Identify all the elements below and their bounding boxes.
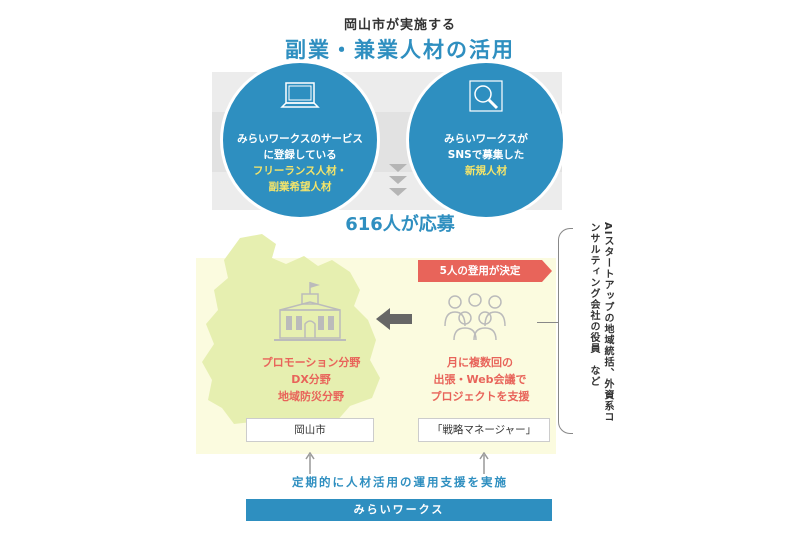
circle-left-line4: 副業希望人材 [268, 181, 332, 193]
circle-left-line2: に登録している [263, 149, 337, 161]
city-name-box: 岡山市 [246, 418, 374, 442]
manager-description: 月に複数回の 出張・Web会議で プロジェクトを支援 [410, 354, 550, 405]
manager-desc-line: プロジェクトを支援 [430, 390, 530, 403]
circle-left-text: みらいワークスのサービス に登録している フリーランス人材・ 副業希望人材 [223, 131, 377, 195]
city-hall-icon [274, 282, 346, 341]
circle-registered-talent: みらいワークスのサービス に登録している フリーランス人材・ 副業希望人材 [220, 60, 380, 220]
people-group-icon [444, 293, 506, 341]
applicant-count: 616人が応募 [345, 214, 455, 235]
city-field-item: DX分野 [291, 373, 331, 386]
arrow-up-icon [479, 452, 489, 474]
role-name-box: 「戦略マネージャー」 [418, 418, 550, 442]
okayama-map-shape [202, 234, 380, 440]
manager-desc-line: 月に複数回の [447, 356, 513, 369]
circle-right-line2: SNSで募集した [447, 149, 525, 161]
circle-right-line3: 新規人材 [465, 165, 507, 177]
city-fields-list: プロモーション分野 DX分野 地域防災分野 [246, 354, 376, 405]
city-field-item: プロモーション分野 [261, 356, 361, 369]
page-title: 副業・兼業人材の活用 [285, 38, 515, 62]
down-chevrons-icon [389, 164, 407, 196]
manager-desc-line: 出張・Web会議で [433, 373, 527, 386]
arrow-left-icon [376, 308, 412, 330]
circle-left-line1: みらいワークスのサービス [237, 133, 363, 145]
background-note: AIスタートアップの地域統括、外資系コンサルティング会社の役員 など [588, 222, 613, 423]
subtitle: 岡山市が実施する [343, 18, 456, 33]
arrow-up-icon [305, 452, 315, 474]
selected-badge: 5人の登用が決定 [418, 260, 552, 282]
laptop-icon [280, 82, 320, 108]
city-field-item: 地域防災分野 [278, 390, 344, 403]
bracket [558, 228, 573, 434]
bracket-connector [537, 322, 559, 323]
support-statement: 定期的に人材活用の運用支援を実施 [292, 475, 508, 489]
magnifier-icon [469, 80, 503, 112]
circle-right-text: みらいワークスが SNSで募集した 新規人材 [409, 131, 563, 179]
company-bar: みらいワークス [246, 499, 552, 521]
circle-left-line3: フリーランス人材・ [252, 165, 348, 177]
circle-right-line1: みらいワークスが [444, 133, 528, 145]
circle-sns-talent: みらいワークスが SNSで募集した 新規人材 [406, 60, 566, 220]
